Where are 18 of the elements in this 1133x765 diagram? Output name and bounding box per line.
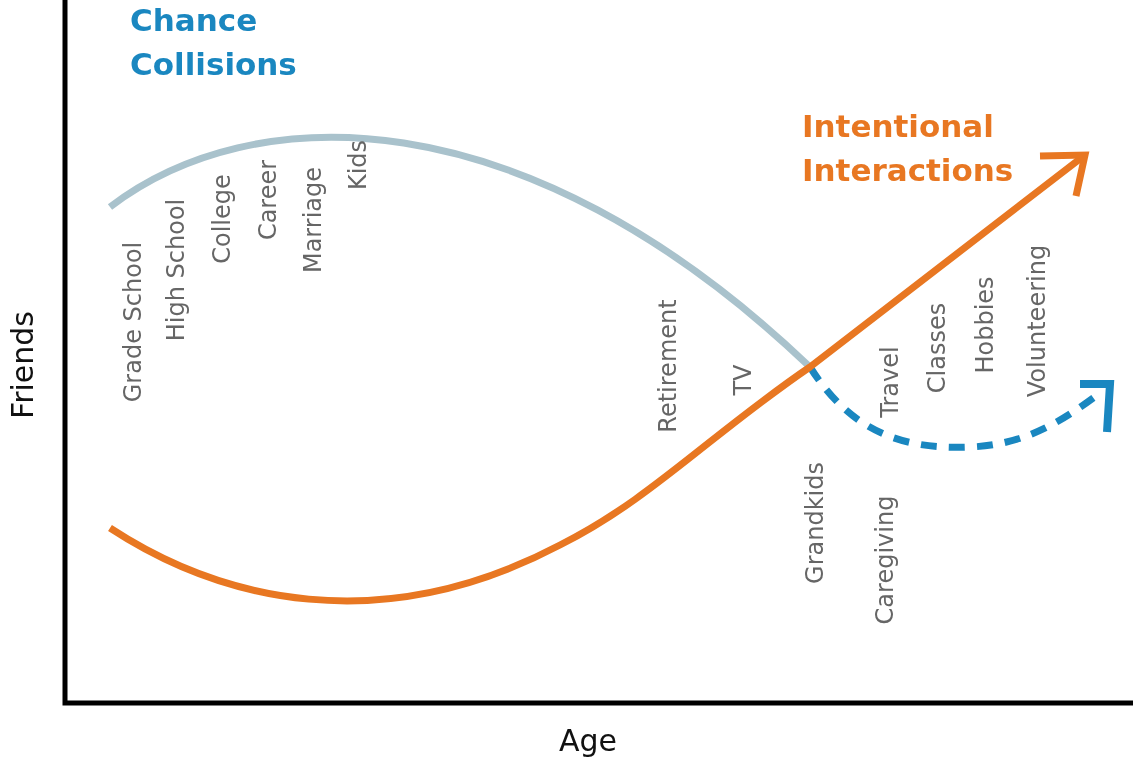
curve-title: Chance Collisions xyxy=(130,1,298,84)
stage-label: Grade School xyxy=(119,241,147,403)
curve-title: Intentional Interactions xyxy=(802,107,1015,190)
axis-label: Age xyxy=(559,722,617,758)
stage-label: Classes xyxy=(923,302,951,394)
stage-label: Volunteering xyxy=(1023,244,1051,398)
stage-label: Hobbies xyxy=(971,276,999,374)
stage-label: Retirement xyxy=(654,299,682,433)
stage-label: TV xyxy=(729,364,757,396)
stage-label: Kids xyxy=(344,139,372,191)
stage-label: Caregiving xyxy=(871,495,899,625)
stage-label: Career xyxy=(254,159,282,241)
stage-label: College xyxy=(208,174,236,264)
stage-label: Travel xyxy=(876,346,904,418)
stage-label: Marriage xyxy=(299,166,327,274)
stage-label: High School xyxy=(162,198,190,342)
axis-label: Friends xyxy=(4,311,40,419)
stage-label: Grandkids xyxy=(801,462,829,584)
